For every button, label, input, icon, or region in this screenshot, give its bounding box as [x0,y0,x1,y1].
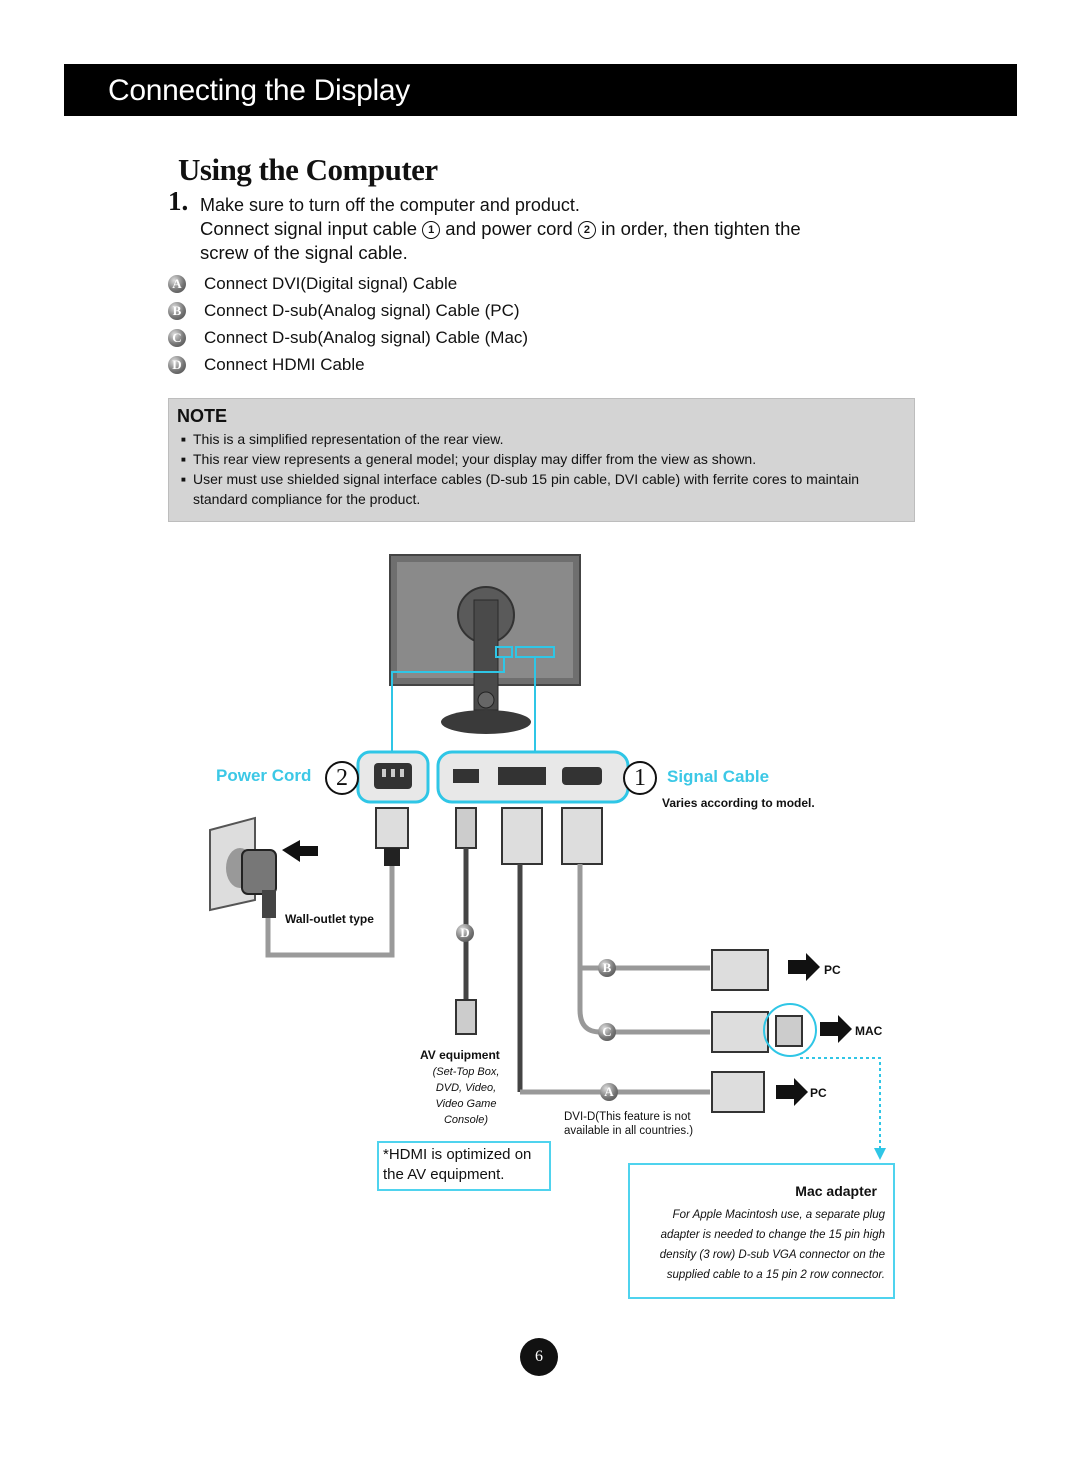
av-equipment-desc: (Set-Top Box, DVD, Video, Video Game Con… [432,1066,500,1126]
signal-cable-label: Signal Cable [667,767,770,786]
power-port-panel [356,750,430,804]
av-equipment-label: AV equipment [420,1048,500,1062]
power-cord-label: Power Cord [216,766,312,785]
note-item: User must use shielded signal interface … [181,469,906,509]
header-bar [64,64,1017,116]
hdmi-cable [455,807,477,1035]
connection-b-label: Connect D-sub(Analog signal) Cable (PC) [204,301,520,320]
section-title: Using the Computer [178,152,438,187]
power-cord-number: 2 [325,761,359,795]
connection-c-label: Connect D-sub(Analog signal) Cable (Mac) [204,328,529,347]
dvi-note: DVI-D(This feature is not available in a… [564,1111,694,1137]
letter-c-icon: C [598,1023,616,1041]
pc-label-b: PC [824,963,841,977]
dvi-cable [501,807,808,1113]
connection-a-label: Connect DVI(Digital signal) Cable [204,274,458,293]
monitor-rear-illustration [389,554,581,752]
note-item: This is a simplified representation of t… [181,429,906,450]
power-cable [265,860,395,958]
step-line-2b: and power cord [445,218,573,239]
pc-label-a: PC [810,1086,827,1100]
wall-outlet-label: Wall-outlet type [285,912,374,926]
wall-outlet-illustration [209,816,318,918]
mark-2-icon: 2 [577,221,596,239]
page-number: 6 [520,1338,558,1376]
varies-note: Varies according to model. [662,796,815,810]
page-title: Connecting the Display [108,74,410,107]
step-line-3: screw of the signal cable. [200,242,408,263]
letter-b-icon: B [168,302,186,320]
dsub-cable [561,807,886,1160]
hdmi-note-box: *HDMI is optimized on the AV equipment. [377,1141,551,1191]
signal-cable-number: 1 [623,761,657,795]
letter-d-icon: D [168,356,186,374]
signal-port-panel [436,750,630,804]
mac-adapter-box: Mac adapter For Apple Macintosh use, a s… [628,1163,895,1299]
power-plug-neck [384,848,400,866]
letter-a-icon: A [600,1083,618,1101]
step-line-2a: Connect signal input cable [200,218,418,239]
step-line-1: Make sure to turn off the computer and p… [200,195,580,215]
letter-a-icon: A [168,275,186,293]
connection-d-label: Connect HDMI Cable [204,355,365,374]
mac-adapter-title: Mac adapter [795,1183,877,1199]
mark-1-icon: 1 [422,221,441,239]
note-item: This rear view represents a general mode… [181,449,906,470]
step-line-2c: in order, then tighten the [601,218,801,239]
step-line-2: Connect signal input cable 1 and power c… [200,218,801,240]
letter-b-icon: B [598,959,616,977]
step-number: 1. [168,186,189,216]
letter-c-icon: C [168,329,186,347]
letter-d-icon: D [456,924,474,942]
mac-adapter-desc: For Apple Macintosh use, a separate plug… [659,1209,885,1281]
power-plug [375,807,409,849]
mac-label-c: MAC [855,1024,883,1038]
note-title: NOTE [177,406,228,426]
